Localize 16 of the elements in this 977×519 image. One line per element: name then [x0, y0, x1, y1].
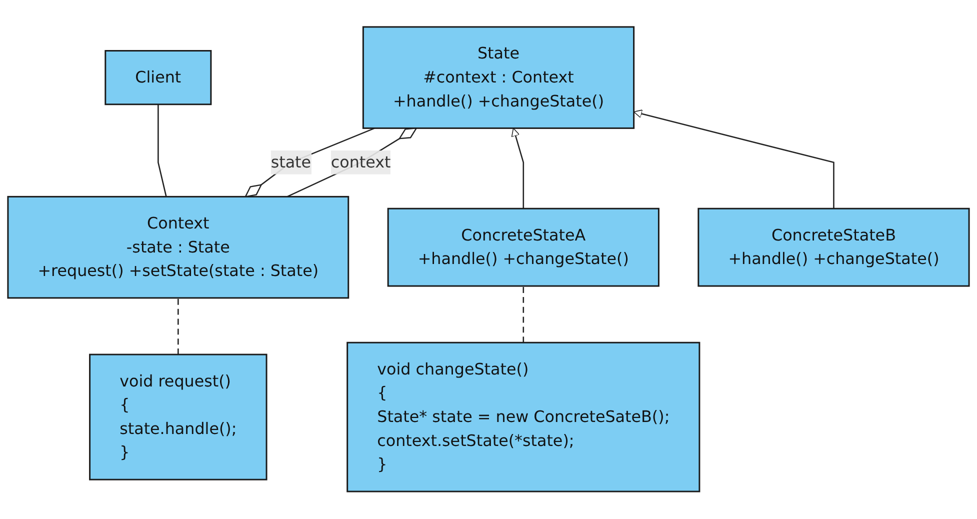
connector [286, 128, 417, 198]
node-box: Client [104, 50, 212, 106]
connector [178, 298, 179, 355]
node-box: void request() { state.handle(); } [89, 354, 268, 481]
node-box: ConcreteStateA +handle() +changeState() [387, 208, 660, 288]
edge-label: state [270, 152, 312, 172]
node-box: Context -state : State +request() +setState(state : State) [7, 196, 350, 299]
node-box: State #context : Context +handle() +changeState() [362, 26, 635, 130]
arrow [511, 128, 524, 209]
node-box: ConcreteStateB +handle() +changeState() [698, 208, 970, 288]
arrow [633, 110, 834, 209]
connector [522, 286, 524, 343]
connector [244, 128, 375, 198]
connector [158, 104, 167, 198]
edge-label: context [330, 152, 391, 172]
node-box: void changeState() { State* state = new ConcreteSateB(); context.setState(*state); } [346, 342, 700, 493]
